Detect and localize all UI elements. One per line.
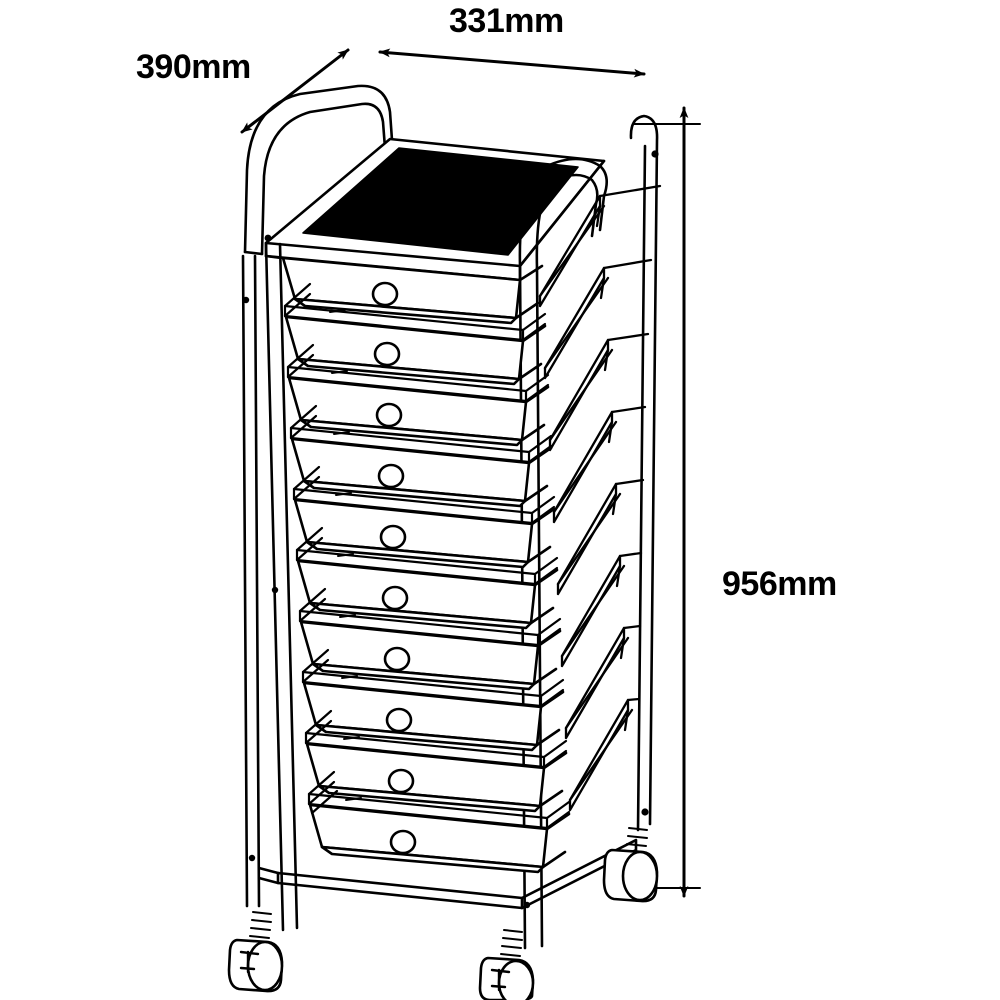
caster-front-left bbox=[227, 911, 284, 993]
rear-right-leg bbox=[629, 114, 659, 832]
drawer-10[interactable] bbox=[308, 789, 571, 874]
drawer-pull-icon bbox=[371, 281, 399, 307]
drawer-pull-icon bbox=[379, 524, 407, 550]
front-left-leg bbox=[264, 241, 299, 932]
dimension-arrow-depth bbox=[240, 48, 350, 134]
rear-left-leg bbox=[241, 254, 261, 908]
drawer-8[interactable] bbox=[302, 681, 568, 769]
dimension-lines bbox=[240, 48, 701, 898]
mesh-top-panel bbox=[302, 147, 579, 256]
side-support-rails bbox=[538, 184, 662, 812]
drawer-pull-icon bbox=[377, 463, 405, 489]
drawer-pull-icon bbox=[373, 341, 401, 367]
drawer-pull-icon bbox=[385, 707, 413, 733]
drawer-9[interactable] bbox=[305, 742, 571, 830]
drawer-7[interactable] bbox=[299, 620, 565, 708]
dimension-label-width: 331mm bbox=[449, 2, 564, 40]
drawer-5[interactable] bbox=[293, 498, 559, 586]
drawer-stack bbox=[281, 256, 571, 874]
drawer-pull-icon bbox=[381, 585, 409, 611]
caster-front-right bbox=[478, 929, 535, 1000]
drawer-pull-icon bbox=[383, 646, 411, 672]
top-shelf bbox=[264, 137, 606, 282]
drawer-pull-icon bbox=[387, 768, 415, 794]
dimension-arrow-width bbox=[378, 48, 646, 78]
drawer-pull-icon bbox=[389, 829, 417, 855]
drawer-3[interactable] bbox=[287, 376, 553, 464]
caster-rear-right bbox=[602, 827, 659, 903]
dimension-label-height: 956mm bbox=[722, 565, 837, 603]
dimension-label-depth: 390mm bbox=[136, 48, 251, 86]
drawer-6[interactable] bbox=[296, 559, 562, 647]
drawer-pull-icon bbox=[375, 402, 403, 428]
